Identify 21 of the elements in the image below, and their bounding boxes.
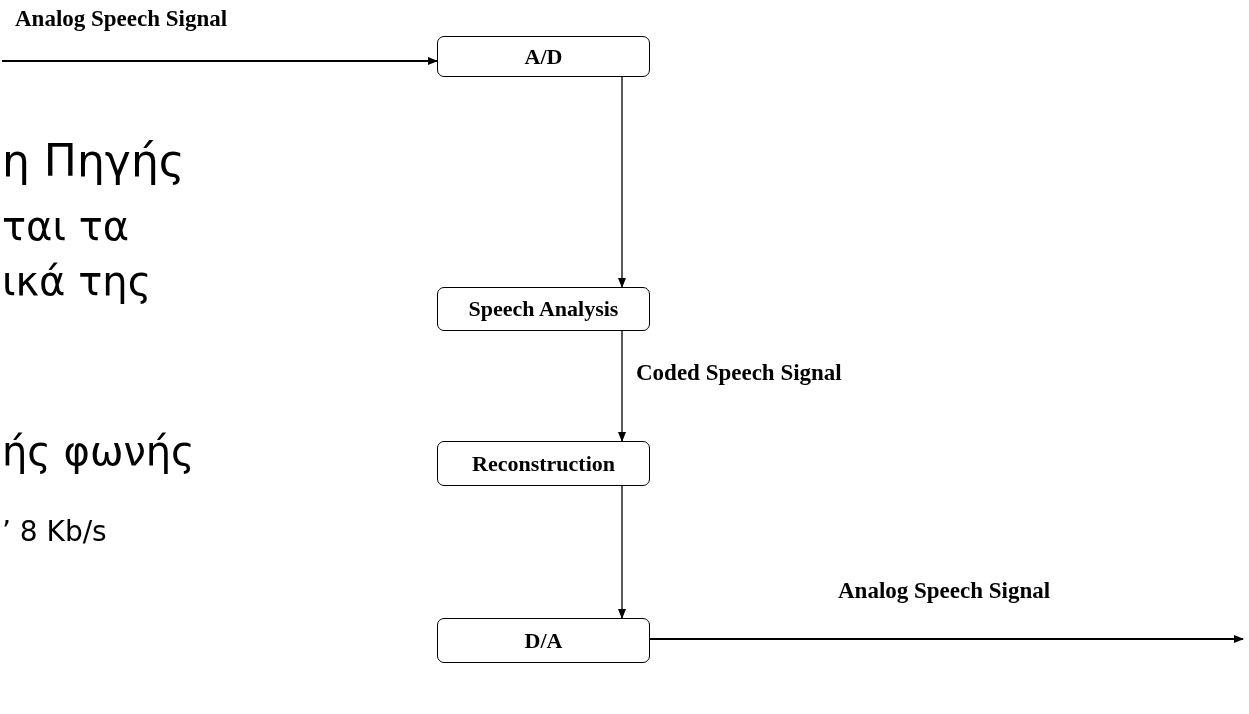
box-label: D/A (524, 627, 563, 654)
slide-text: η Πηγής (2, 135, 185, 186)
edge-label: Coded Speech Signal (636, 360, 842, 386)
slide-text: ικά της (2, 258, 152, 304)
arrow (649, 635, 1244, 643)
box-label: A/D (524, 43, 563, 70)
arrow (618, 76, 626, 288)
process-box (437, 287, 650, 331)
edge-label: Analog Speech Signal (838, 578, 1051, 604)
arrow (1, 57, 438, 65)
process-box (437, 618, 650, 663)
slide-text: ’ 8 Kb/s (2, 515, 107, 548)
process-box (437, 36, 650, 77)
box-label: Reconstruction (472, 450, 615, 477)
box-label: Speech Analysis (468, 296, 619, 322)
edge-label: Analog Speech Signal (15, 6, 228, 32)
slide-text: ής φωνής (2, 428, 195, 474)
arrow (618, 330, 626, 442)
slide-text: ται τα (2, 203, 130, 249)
process-box (437, 441, 650, 486)
arrow (618, 485, 626, 619)
